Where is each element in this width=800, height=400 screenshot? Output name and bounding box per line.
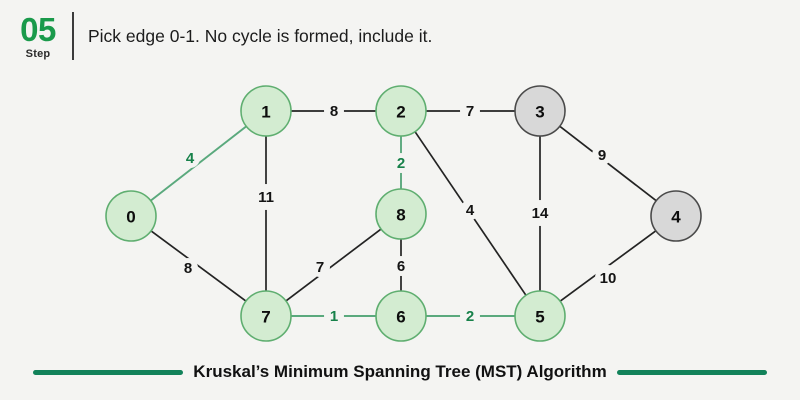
- graph-node-3[interactable]: [514, 85, 566, 137]
- edge-label-backdrop-0-7: [178, 258, 198, 278]
- graph-node-6[interactable]: [375, 290, 427, 342]
- footer-caption-bar: Kruskal’s Minimum Spanning Tree (MST) Al…: [0, 362, 800, 382]
- graph-node-8[interactable]: [375, 188, 427, 240]
- edge-label-backdrop-7-6: [324, 306, 344, 326]
- edge-label-backdrop-0-1: [180, 148, 200, 168]
- graph-node-label-8: 8: [396, 206, 405, 225]
- edge-weight-3-5: 14: [532, 205, 549, 222]
- edge-weight-2-3: 7: [466, 103, 474, 120]
- edge-weight-7-6: 1: [330, 308, 338, 325]
- graph-edge-3-4: [559, 125, 657, 202]
- edge-label-backdrop-3-4: [592, 145, 612, 165]
- graph-node-0[interactable]: [105, 190, 157, 242]
- graph-node-label-2: 2: [396, 103, 405, 122]
- footer-rule-left: [33, 369, 184, 375]
- graph-node-2[interactable]: [375, 85, 427, 137]
- edge-label-backdrop-7-8: [310, 257, 330, 277]
- edge-label-backdrop-2-8: [391, 153, 411, 173]
- graph-node-label-5: 5: [535, 308, 544, 327]
- step-number: 05: [20, 10, 56, 48]
- edge-label-backdrop-6-5: [460, 306, 480, 326]
- edge-label-backdrop-2-5: [460, 200, 480, 220]
- edge-weight-2-5: 4: [466, 202, 475, 219]
- graph-node-label-7: 7: [261, 308, 270, 327]
- step-instruction: Pick edge 0-1. No cycle is formed, inclu…: [88, 25, 433, 46]
- edge-weight-5-4: 10: [600, 270, 617, 287]
- graph-node-label-6: 6: [396, 308, 405, 327]
- graph-edge-7-8: [285, 228, 382, 302]
- nodes-layer: 0 1 2 3 4 5 6 7 8: [105, 85, 702, 342]
- header-divider: [72, 12, 74, 60]
- graph-node-5[interactable]: [514, 290, 566, 342]
- edge-weight-8-6: 6: [397, 258, 405, 275]
- edge-label-backdrop-2-3: [460, 101, 480, 121]
- graph-node-label-0: 0: [126, 208, 135, 227]
- graph-node-label-3: 3: [535, 103, 544, 122]
- graph-node-1[interactable]: [240, 85, 292, 137]
- edge-label-backdrop-1-2: [324, 101, 344, 121]
- graph-node-4[interactable]: [650, 190, 702, 242]
- edge-weight-1-7: 11: [258, 189, 274, 206]
- edge-weight-3-4: 9: [598, 147, 606, 164]
- graph-node-label-1: 1: [261, 103, 270, 122]
- edge-label-backdrop-8-6: [391, 256, 411, 276]
- edge-weight-2-8: 2: [397, 155, 405, 172]
- graph-node-label-4: 4: [671, 208, 681, 227]
- edge-weight-0-7: 8: [184, 260, 192, 277]
- edge-label-backdrop-3-5: [527, 200, 553, 226]
- edge-label-backdrop-5-4: [595, 265, 621, 291]
- edge-weight-1-2: 8: [330, 103, 338, 120]
- edge-weight-6-5: 2: [466, 308, 474, 325]
- graph-edge-0-1: [150, 125, 247, 202]
- edge-weight-0-1: 4: [186, 150, 195, 167]
- step-header: 05 Step Pick edge 0-1. No cycle is forme…: [10, 10, 432, 62]
- footer-rule-right: [616, 369, 767, 375]
- graph-edge-0-7: [150, 230, 247, 302]
- graph-node-7[interactable]: [240, 290, 292, 342]
- step-word-label: Step: [25, 47, 51, 60]
- footer-title: Kruskal’s Minimum Spanning Tree (MST) Al…: [193, 362, 607, 381]
- edge-labels-layer: 4 8 7 9 11 2 4 14 8 7 6 1 2 10: [178, 101, 621, 326]
- edge-label-backdrop-1-7: [253, 184, 279, 210]
- edge-weight-7-8: 7: [316, 259, 324, 276]
- step-badge: 05 Step: [10, 13, 66, 60]
